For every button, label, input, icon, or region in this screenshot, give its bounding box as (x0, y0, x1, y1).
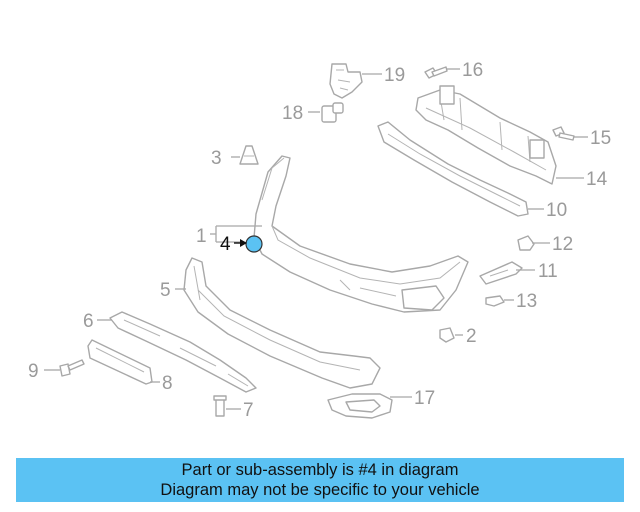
leader-4 (234, 239, 247, 247)
callout-13: 13 (516, 291, 537, 312)
callout-1: 1 (196, 226, 207, 247)
callout-18: 18 (282, 103, 303, 124)
part-2-screw (439, 327, 455, 343)
callout-16: 16 (462, 60, 483, 81)
part-14-reinforcement (415, 85, 557, 185)
callout-14: 14 (586, 169, 608, 190)
parts-diagram: 1 2 3 4 5 6 7 8 9 10 11 12 13 14 15 16 1… (28, 60, 611, 421)
callout-labels: 1 2 3 4 5 6 7 8 9 10 11 12 13 14 15 16 1… (28, 60, 611, 421)
callout-7: 7 (243, 400, 254, 421)
part-18-sensor (321, 102, 344, 123)
leader-lines (44, 68, 588, 410)
part-11-bracket (479, 261, 523, 285)
part-5-valance (183, 257, 381, 389)
callout-10: 10 (546, 200, 567, 221)
part-4-highlighted (245, 235, 263, 253)
part-1-bumper-cover (253, 155, 469, 313)
callout-8: 8 (162, 373, 173, 394)
part-12-nut (517, 235, 535, 251)
callout-6: 6 (83, 311, 94, 332)
part-13-clip (485, 295, 505, 307)
part-16-bolt (424, 66, 448, 79)
part-17-fog-trim (327, 393, 393, 419)
caption-line-1: Part or sub-assembly is #4 in diagram (181, 461, 459, 479)
callout-11: 11 (538, 261, 558, 282)
callout-5: 5 (160, 280, 171, 301)
part-6-strip (109, 311, 257, 393)
callout-9: 9 (28, 361, 39, 382)
callout-4: 4 (220, 234, 231, 255)
callout-3: 3 (211, 148, 222, 169)
part-10-absorber (377, 121, 529, 217)
part-9-bolt (59, 359, 85, 377)
callout-17: 17 (414, 388, 435, 409)
callout-12: 12 (552, 234, 573, 255)
caption-banner: Part or sub-assembly is #4 in diagram Di… (16, 458, 624, 502)
part-7-screw (213, 395, 227, 417)
part-8-plate-bracket (87, 339, 153, 385)
part-19-bracket (329, 63, 363, 99)
callout-2: 2 (466, 326, 477, 347)
caption-line-2: Diagram may not be specific to your vehi… (160, 481, 480, 499)
part-3-cap (239, 145, 259, 165)
callout-19: 19 (384, 65, 405, 86)
part-15-bolt (552, 126, 575, 141)
callout-15: 15 (590, 128, 611, 149)
